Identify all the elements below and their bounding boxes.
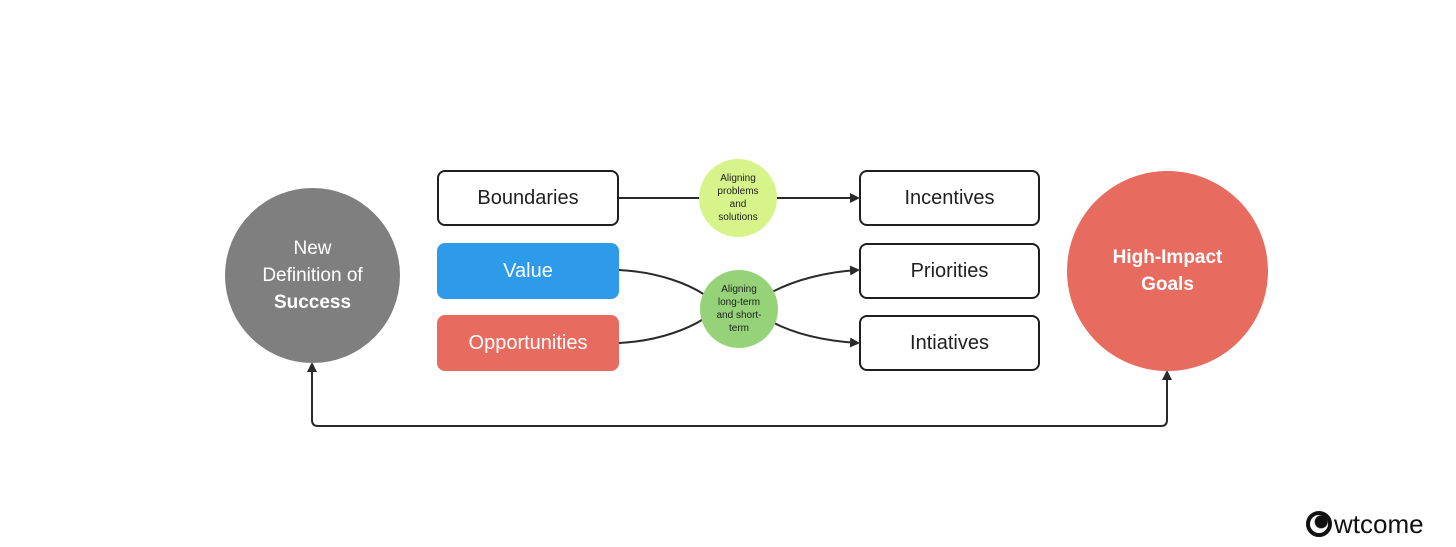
curve-opportunities-aligner (618, 317, 706, 344)
logo-ring-icon (1306, 511, 1332, 537)
feedback-loop (307, 362, 1168, 427)
opportunities-label: Opportunities (468, 331, 588, 354)
incentives-box: Incentives (859, 170, 1040, 226)
left-circle-line1: New (293, 238, 332, 259)
right-circle-line1: High-Impact (1112, 247, 1223, 268)
boundaries-box: Boundaries (437, 170, 619, 226)
value-box: Value (437, 243, 619, 299)
outcome-logo: wtcome (1306, 506, 1424, 542)
aligner2-line4: term (729, 323, 749, 334)
opportunities-box: Opportunities (437, 315, 619, 371)
logo-text: wtcome (1334, 508, 1424, 539)
high-impact-goals-circle: High-Impact Goals (1067, 171, 1268, 371)
aligner2-line1: Aligning (721, 284, 757, 295)
aligner1-line4: solutions (718, 212, 758, 223)
aligner2-line3: and short- (716, 310, 762, 321)
initiatives-label: Intiatives (910, 331, 989, 354)
aligner1-line2: problems (717, 186, 759, 197)
aligner1-line3: and (729, 199, 747, 210)
aligning-long-short-term-circle: Aligning long-term and short- term (700, 270, 778, 348)
left-circle-line2: Definition of (262, 265, 363, 286)
priorities-box: Priorities (859, 243, 1040, 299)
arrow-aligner-initiatives (771, 321, 860, 348)
aligner1-line1: Aligning (720, 173, 756, 184)
aligning-problems-solutions-circle: Aligning problems and solutions (699, 159, 777, 237)
aligner2-line2: long-term (717, 297, 761, 308)
arrow-aligner-priorities (771, 265, 860, 293)
boundaries-label: Boundaries (477, 186, 579, 209)
value-label: Value (503, 259, 553, 282)
curve-value-aligner (618, 269, 706, 296)
priorities-label: Priorities (910, 259, 989, 282)
initiatives-box: Intiatives (859, 315, 1040, 371)
right-circle-line2: Goals (1141, 274, 1194, 295)
new-definition-of-success-circle: New Definition of Success (225, 188, 400, 363)
incentives-label: Incentives (904, 186, 995, 209)
left-circle-line3: Success (273, 292, 352, 313)
